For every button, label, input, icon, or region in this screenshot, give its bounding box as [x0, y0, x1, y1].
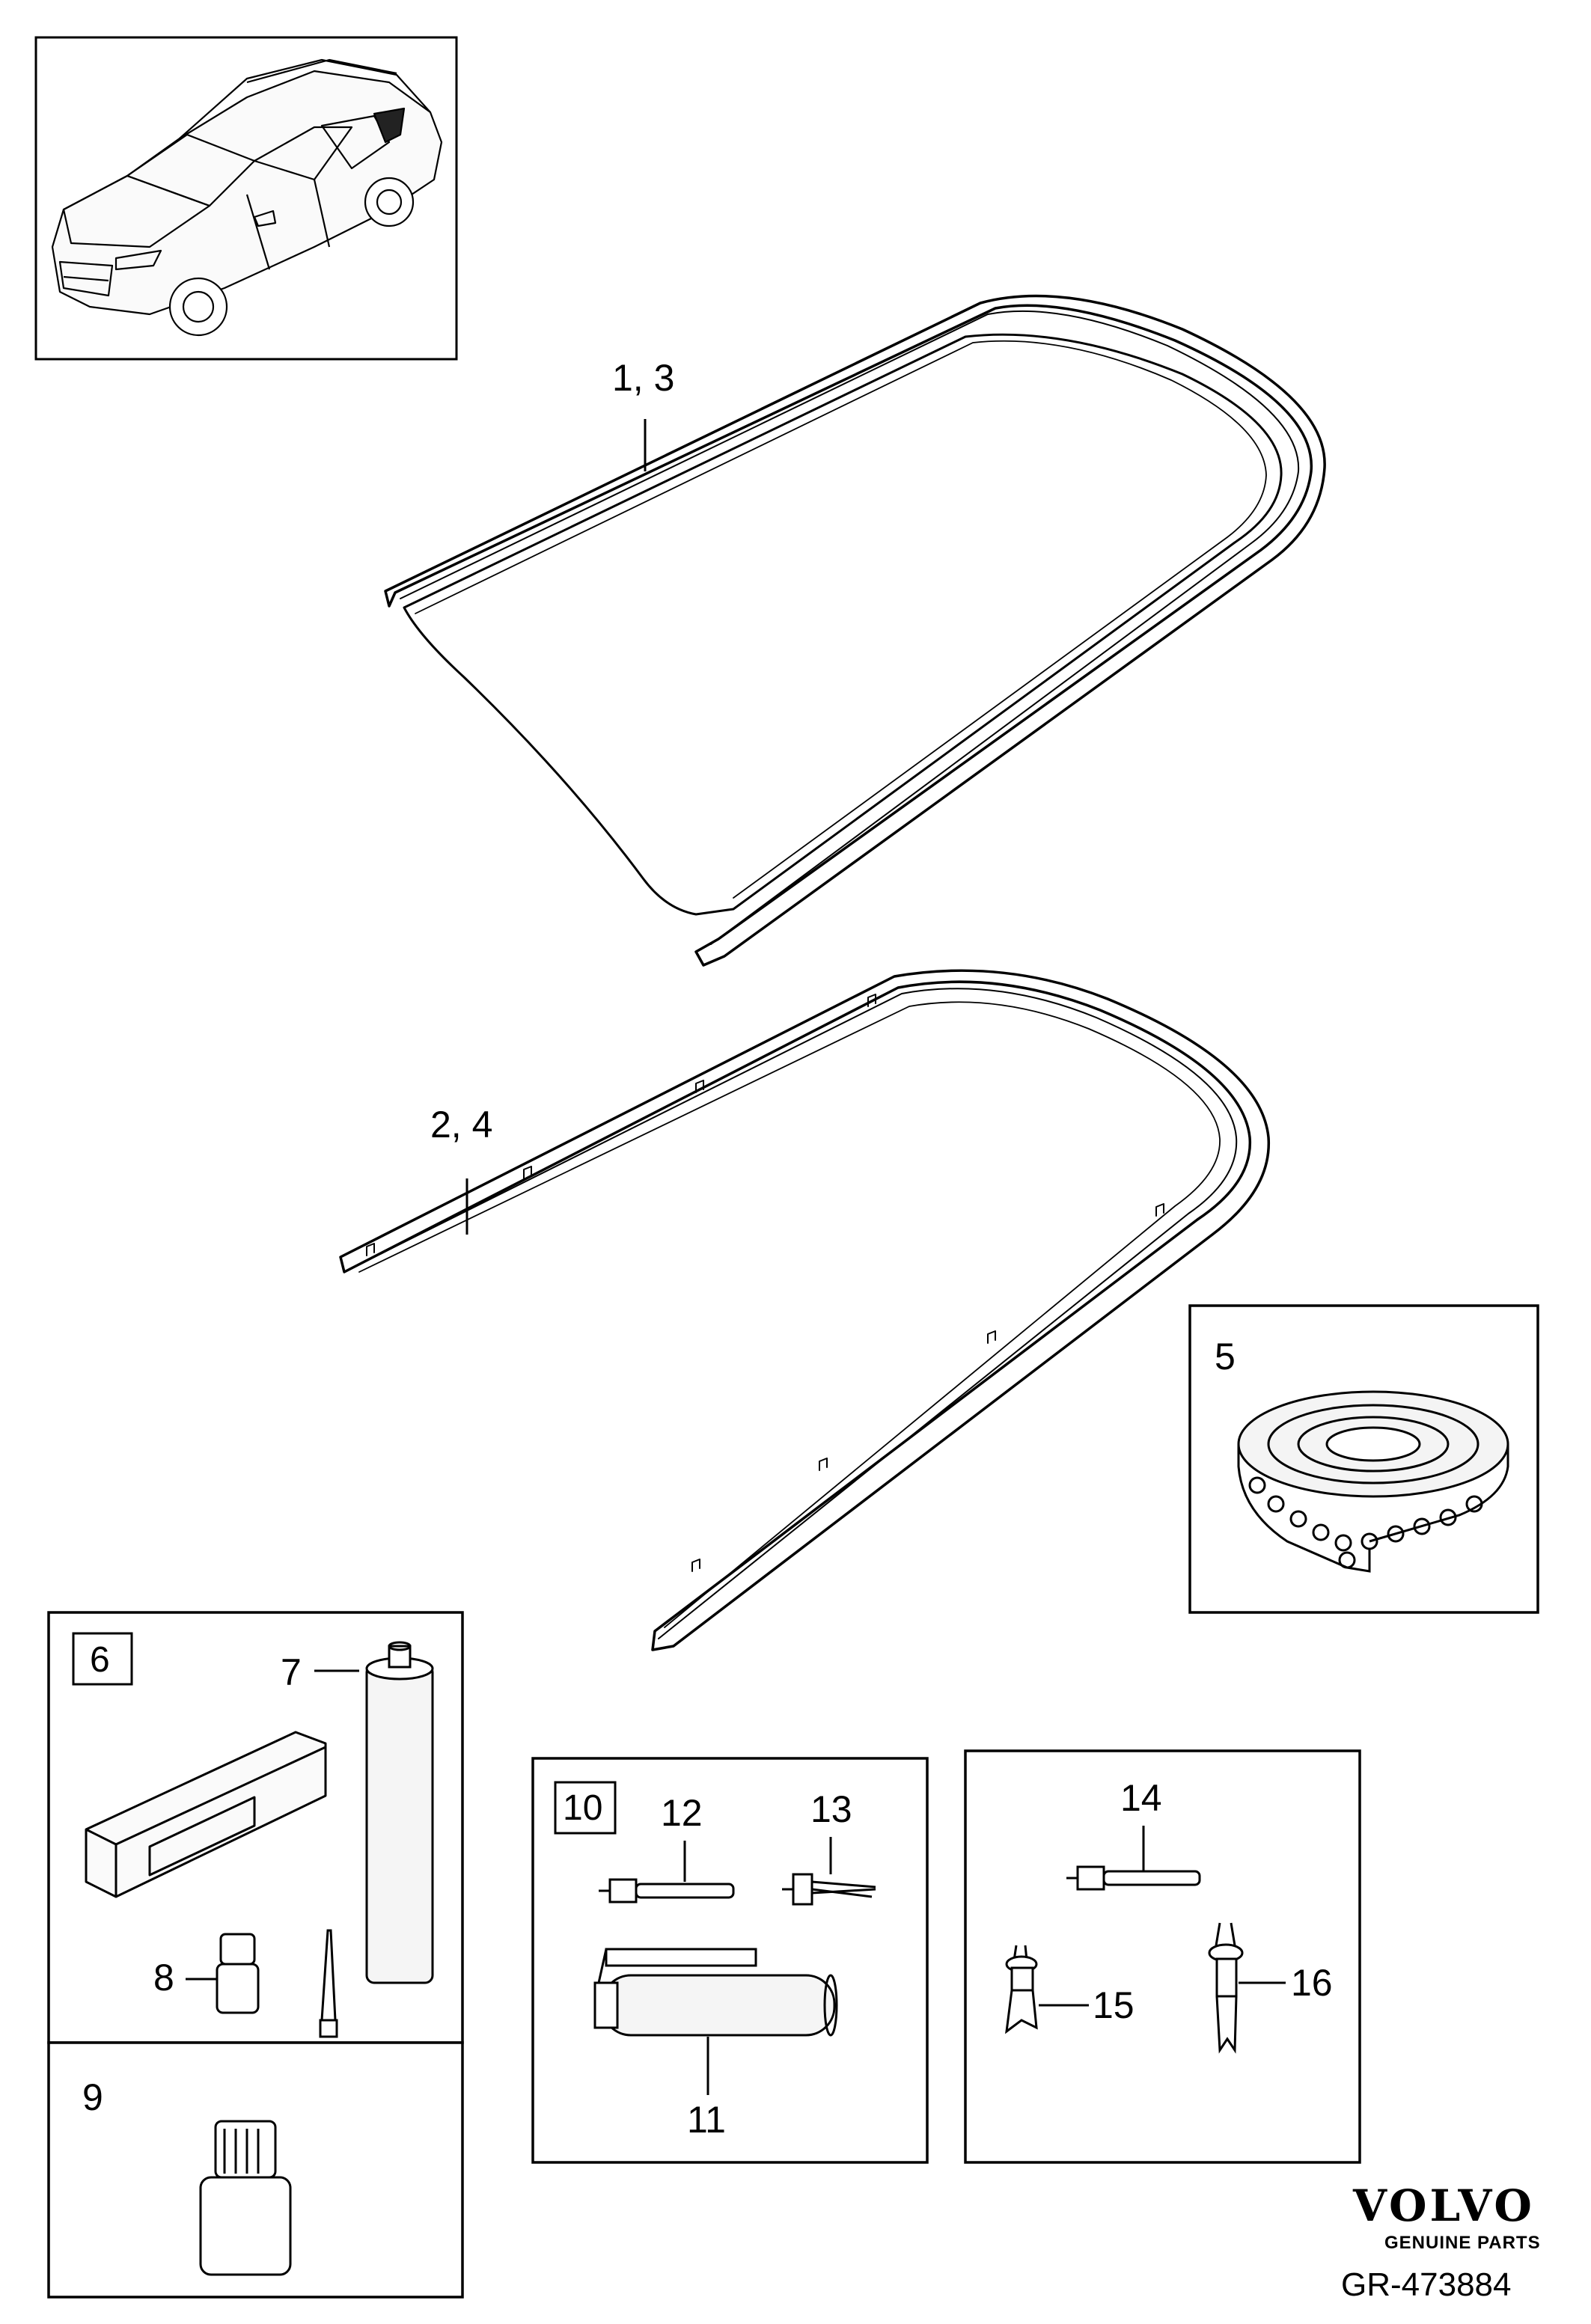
vehicle-thumbnail [34, 36, 458, 361]
svg-text:6: 6 [90, 1640, 110, 1680]
box-6: 6 7 8 [47, 1611, 464, 2044]
svg-text:10: 10 [563, 1788, 602, 1828]
caulking-gun-icon [593, 1948, 838, 2037]
box-10: 10 12 13 11 [531, 1757, 929, 2164]
bolt-icon [1066, 1865, 1201, 1891]
primer-bottle-icon [199, 2120, 292, 2276]
adhesive-kit-icon [85, 1731, 327, 1898]
nozzle-icon [319, 1929, 338, 2038]
box-9: 9 [47, 2041, 464, 2299]
clip-icon [1208, 1922, 1244, 2054]
svg-text:13: 13 [810, 1788, 852, 1830]
svg-text:5: 5 [1215, 1336, 1236, 1377]
svg-text:2, 4: 2, 4 [430, 1104, 492, 1146]
svg-text:16: 16 [1291, 1962, 1333, 2004]
reference-number: GR-473884 [1341, 2266, 1511, 2303]
brand-block: VOLVO GENUINE PARTS GR-473884 [1341, 2180, 1541, 2303]
svg-text:8: 8 [153, 1957, 174, 1999]
tape-roll-icon [1237, 1390, 1509, 1573]
brand-tagline: GENUINE PARTS [1384, 2233, 1541, 2253]
svg-text:9: 9 [82, 2076, 103, 2118]
cartridge-icon [365, 1641, 434, 1984]
callout-2-4: 2, 4 [430, 1104, 492, 1235]
svg-text:14: 14 [1120, 1777, 1162, 1819]
bolt-icon [599, 1878, 735, 1903]
svg-text:15: 15 [1093, 1984, 1135, 2026]
moulding-lower [339, 969, 1271, 1651]
svg-text:1, 3: 1, 3 [612, 357, 674, 399]
clip-icon [782, 1873, 876, 1906]
brand-logo: VOLVO [1352, 2180, 1535, 2231]
svg-text:12: 12 [661, 1792, 703, 1834]
bottle-icon [216, 1933, 260, 2014]
clip-icon [1005, 1945, 1038, 2034]
box-14-16: 14 15 16 [964, 1749, 1361, 2164]
station-wagon-icon [51, 58, 443, 337]
moulding-upper [384, 294, 1326, 967]
callout-1-3: 1, 3 [612, 357, 674, 471]
svg-text:7: 7 [281, 1651, 302, 1693]
box-5: 5 [1188, 1304, 1539, 1614]
svg-text:11: 11 [687, 2099, 726, 2141]
